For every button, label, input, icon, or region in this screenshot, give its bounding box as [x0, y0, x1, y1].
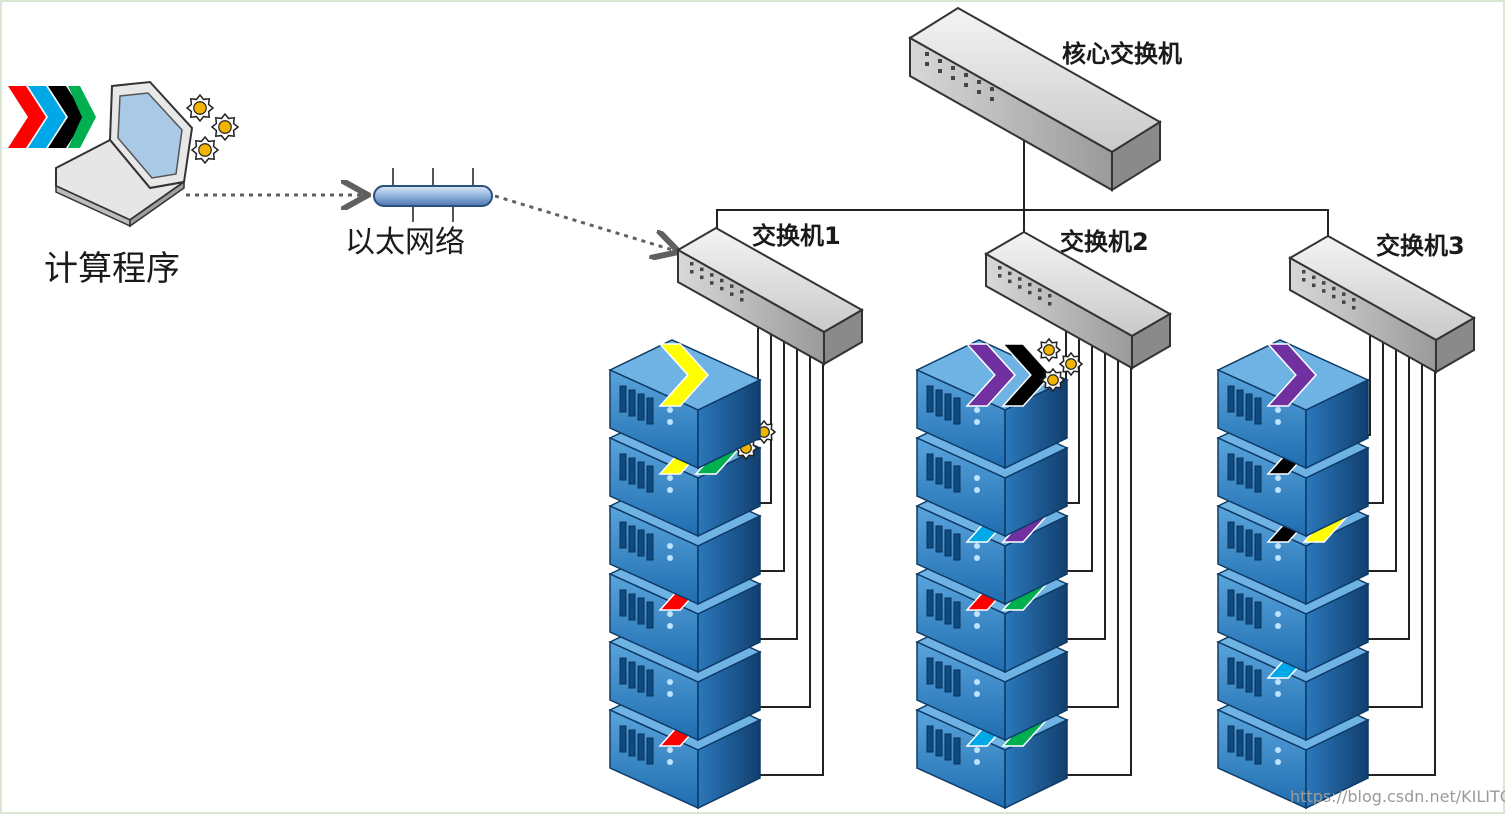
server-unit [915, 337, 1084, 470]
server-unit [608, 339, 762, 470]
gear-icon [210, 112, 240, 142]
switch1-label: 交换机1 [752, 222, 841, 250]
gear-icon [190, 135, 220, 165]
chevron-purple-icon [1266, 343, 1318, 407]
ethernet-cable-icon [373, 168, 493, 222]
server-rack-1 [608, 339, 777, 810]
chevron-purple-icon [965, 343, 1017, 407]
ethernet-links [186, 195, 676, 251]
gear-icon [1058, 351, 1084, 377]
switch-2 [983, 230, 1173, 370]
core-switch-label: 核心交换机 [1062, 40, 1182, 68]
server-rack-3 [1216, 339, 1370, 810]
backbone-lines [716, 135, 1329, 236]
laptop-icon [55, 80, 194, 228]
gear-icon [1036, 337, 1062, 363]
chevron-blue-icon [28, 86, 66, 148]
gear-icon [1040, 367, 1066, 393]
access-switches [675, 226, 1477, 374]
gear-icon [185, 93, 215, 123]
laptop-chevrons [8, 86, 96, 148]
server-rack-2 [915, 337, 1084, 810]
chevron-yellow-icon [658, 343, 710, 407]
chevron-red-icon [8, 86, 46, 148]
watermark: https://blog.csdn.net/KILITOH [1290, 787, 1505, 806]
server-racks [608, 337, 1370, 810]
gears-icon [185, 93, 240, 165]
switch3-label: 交换机3 [1376, 232, 1465, 260]
server-unit [1216, 339, 1370, 470]
switch-3 [1287, 234, 1477, 374]
rack-cables [757, 323, 1436, 776]
chevron-black-icon [48, 86, 86, 148]
switch2-label: 交换机2 [1060, 228, 1149, 256]
core-switch [908, 6, 1162, 192]
chevron-green-icon [68, 86, 96, 148]
ethernet-label: 以太网络 [345, 225, 465, 260]
chevron-black-icon [1001, 343, 1053, 407]
compute-program-label: 计算程序 [44, 249, 180, 289]
switch-1 [675, 226, 865, 366]
